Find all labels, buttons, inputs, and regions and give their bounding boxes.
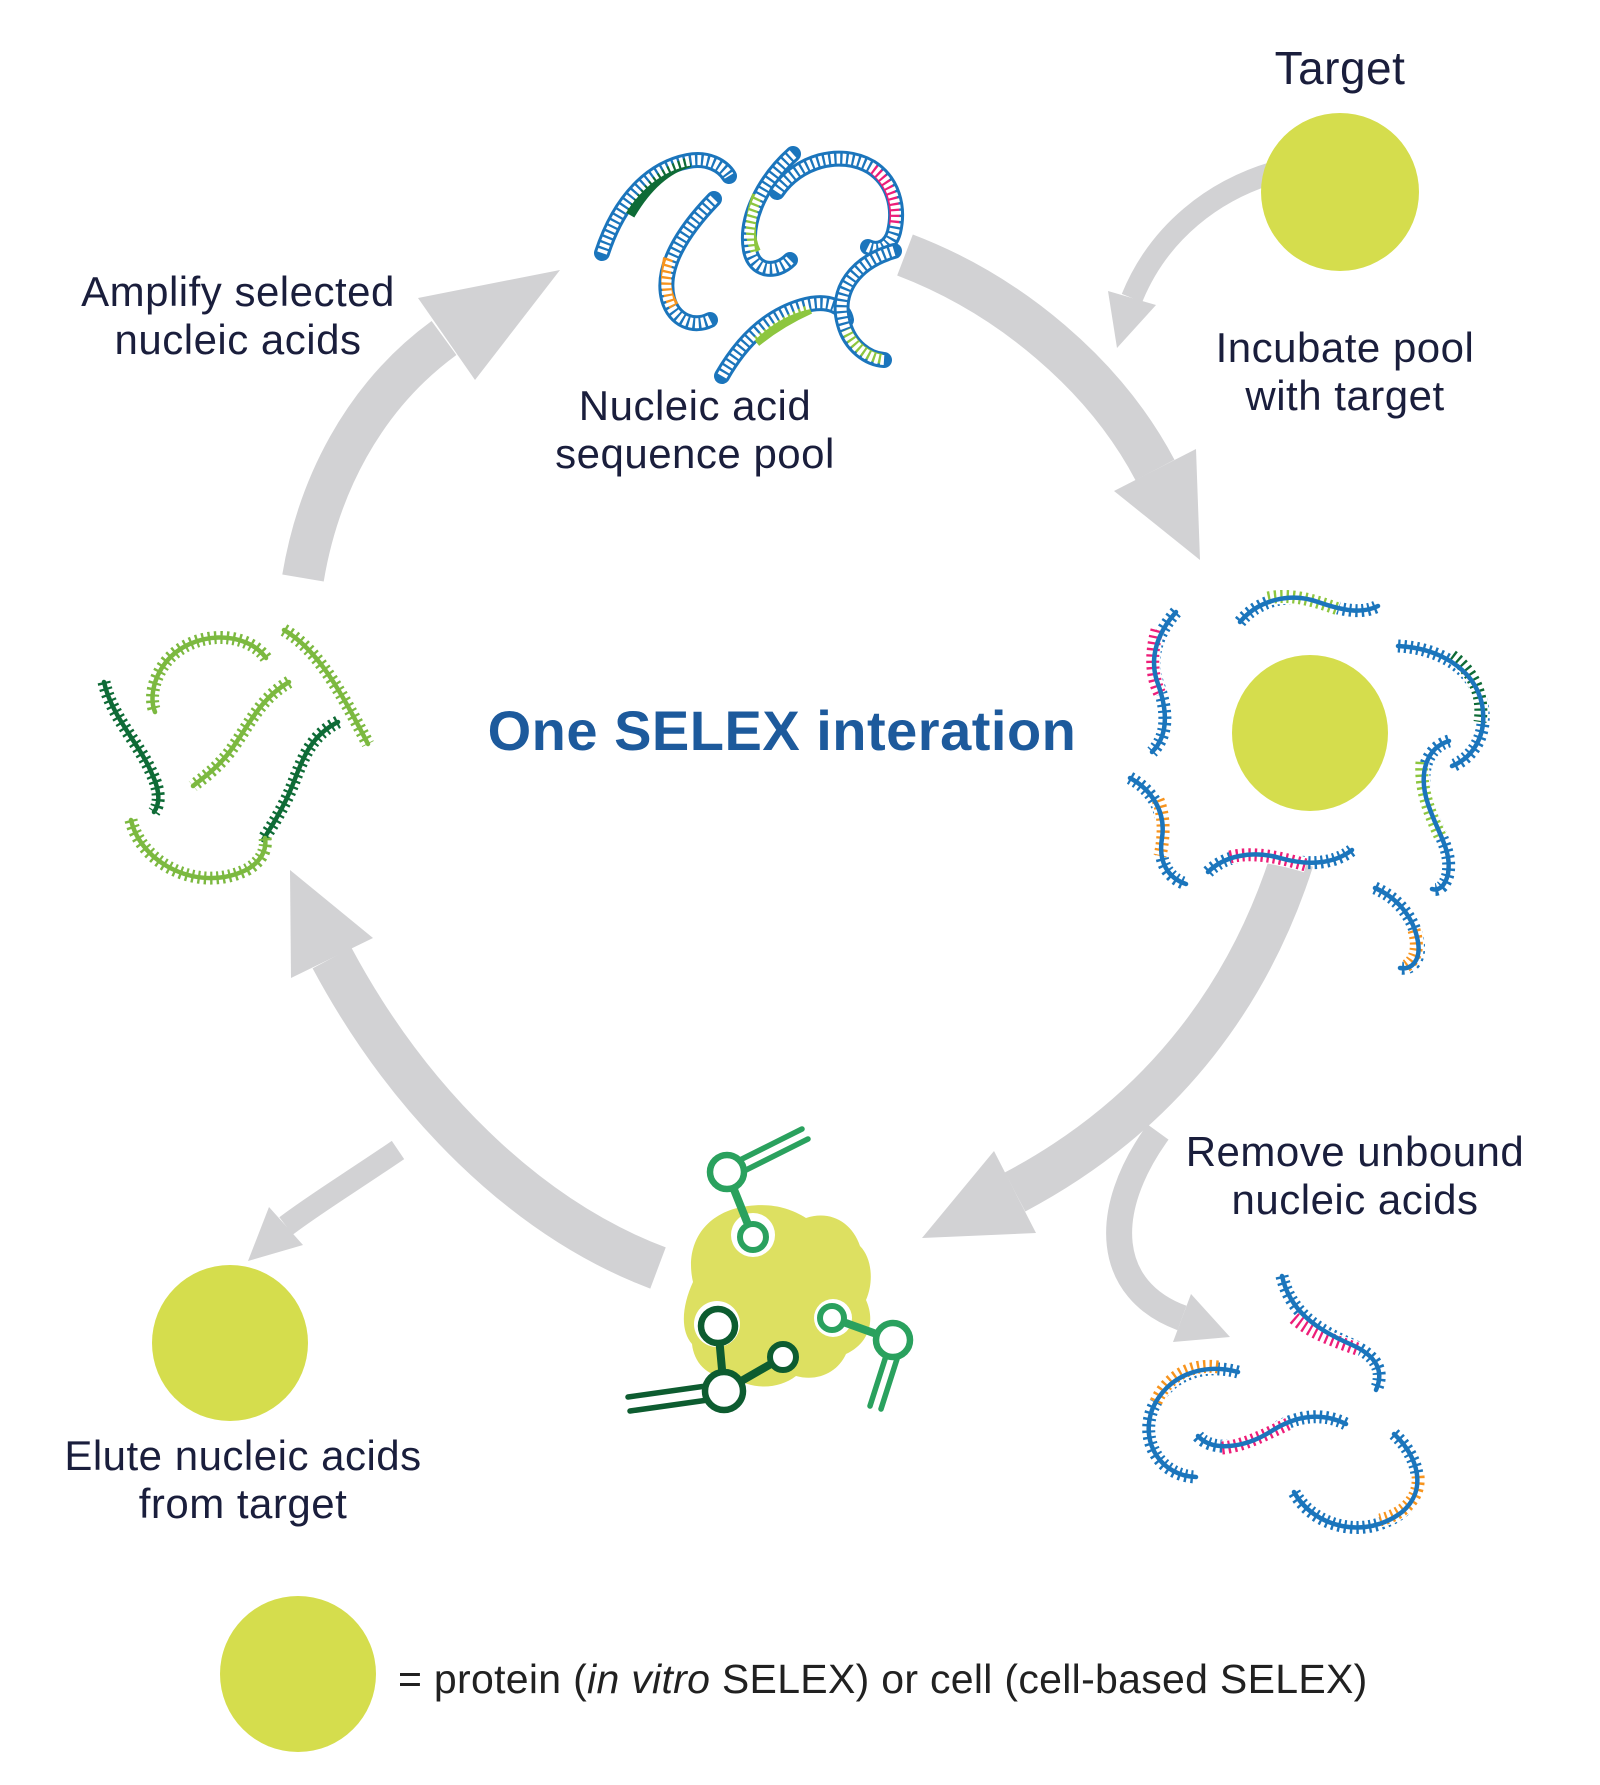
nucleic-acid-strand-icon [131, 820, 265, 878]
pool-step-label: Nucleic acid sequence pool [555, 382, 835, 477]
nucleic-acid-strand-icon [263, 722, 338, 840]
elute-step-label: Elute nucleic acids from target [64, 1432, 422, 1527]
legend-prefix: = protein ( [398, 1656, 588, 1702]
nucleic-acid-pool-illustration [602, 154, 896, 376]
aptamer-molecule-icon [625, 1305, 799, 1414]
arrow-branch-to-unbound-icon [1106, 1124, 1230, 1342]
nucleic-acid-strand-icon [1422, 741, 1449, 889]
amplified-strands-illustration [104, 630, 368, 878]
nucleic-acid-strand-icon [1130, 778, 1186, 884]
nucleic-acid-strand-icon [153, 637, 266, 712]
incubation-target-circle-icon [1232, 655, 1388, 811]
target-label: Target [1140, 42, 1540, 94]
target-circle-icon [1261, 113, 1419, 271]
legend-circle-icon [220, 1596, 376, 1752]
arrow-amplify-to-pool-icon [282, 270, 560, 582]
aptamer-molecule-icon [817, 1303, 914, 1412]
legend-text: = protein (in vitro SELEX) or cell (cell… [398, 1656, 1498, 1703]
legend-italic-term: in vitro [587, 1656, 711, 1702]
diagram-title: One SELEX interation [487, 699, 1077, 762]
nucleic-acid-strand-icon [1149, 1366, 1238, 1477]
cycle-arrows [248, 159, 1313, 1342]
nucleic-acid-strand-icon [777, 159, 896, 249]
remove-step-label: Remove unbound nucleic acids [1185, 1128, 1525, 1223]
bound-complex-illustration [625, 1126, 914, 1414]
amplify-step-label: Amplify selected nucleic acids [81, 268, 395, 363]
arrow-complex-to-amplify-icon [290, 870, 666, 1289]
target-label-text: Target [1274, 42, 1406, 94]
elute-target-circle-icon [152, 1265, 308, 1421]
aptamer-molecule-icon [706, 1126, 811, 1253]
nucleic-acid-strand-icon [842, 251, 894, 360]
nucleic-acid-strand-icon [1198, 1417, 1346, 1448]
arrow-target-to-cycle-icon [1108, 159, 1286, 348]
nucleic-acid-strand-icon [666, 199, 714, 323]
nucleic-acid-strand-icon [193, 682, 289, 786]
nucleic-acid-strand-icon [722, 303, 846, 376]
nucleic-acid-strand-icon [1294, 1434, 1418, 1527]
nucleic-acid-strand-icon [1282, 1276, 1379, 1390]
nucleic-acid-strand-icon [1398, 646, 1483, 766]
nucleic-acid-strand-icon [1375, 888, 1419, 968]
arrow-incubate-to-complex-icon [922, 853, 1313, 1238]
arrow-branch-to-elute-icon [248, 1140, 405, 1261]
nucleic-acid-strand-icon [1240, 596, 1378, 622]
arrow-pool-to-incubate-icon [897, 234, 1200, 560]
legend-suffix: SELEX) or cell (cell-based SELEX) [710, 1656, 1368, 1702]
incubate-step-label: Incubate pool with target [1215, 324, 1475, 419]
